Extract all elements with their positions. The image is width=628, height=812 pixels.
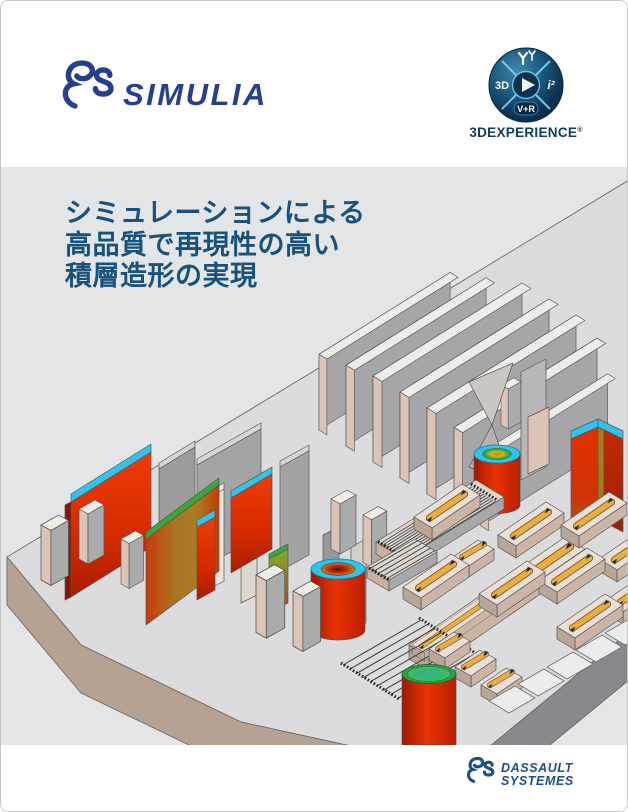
cylinder-green-top — [401, 664, 457, 745]
gray-plate — [279, 444, 310, 572]
cylinder-cyan-rim-left — [310, 558, 366, 641]
play-icon — [522, 78, 535, 92]
company-name-line2: SYSTEMES — [501, 774, 574, 788]
title-line-2: 高品質で再現性の高い — [65, 229, 340, 260]
title-line-1: シミュレーションによる — [65, 198, 366, 228]
company-name-line1: DASSAULT — [501, 761, 574, 775]
header: SIMULIA 3D i² V+ — [1, 1, 627, 167]
threedexperience-caption: 3DEXPERIENCE® — [469, 125, 583, 140]
vr-pill — [513, 101, 539, 116]
stress-plate-red-cyan — [230, 466, 273, 574]
people-icon — [517, 50, 536, 66]
footer: DASSAULT SYSTEMES — [1, 745, 627, 811]
compass-south-label: V+R — [517, 104, 535, 114]
simulia-wordmark: SIMULIA — [123, 77, 268, 112]
title-line-3: 積層造形の実現 — [65, 261, 258, 291]
thin-wall-platform-small — [366, 538, 438, 592]
header-graphics: SIMULIA 3D i² V+ — [62, 47, 583, 140]
compass-dividers — [501, 60, 551, 110]
dassault-systemes-logo: DASSAULT SYSTEMES — [466, 756, 574, 788]
cover-body: シミュレーションによる 高品質で再現性の高い 積層造形の実現 — [1, 167, 627, 745]
threeds-swirl-icon — [466, 756, 495, 784]
red-post-cyan-top — [196, 509, 216, 601]
build-plate-render — [1, 167, 627, 745]
threedexperience-badge: 3D i² V+R — [488, 47, 564, 123]
threeds-swirl-icon — [62, 60, 114, 109]
simulia-logo: SIMULIA — [62, 60, 268, 112]
compass-west-label: 3D — [495, 80, 509, 92]
compass-east-label: i² — [547, 78, 555, 92]
page-title: シミュレーションによる 高品質で再現性の高い 積層造形の実現 — [65, 198, 366, 293]
